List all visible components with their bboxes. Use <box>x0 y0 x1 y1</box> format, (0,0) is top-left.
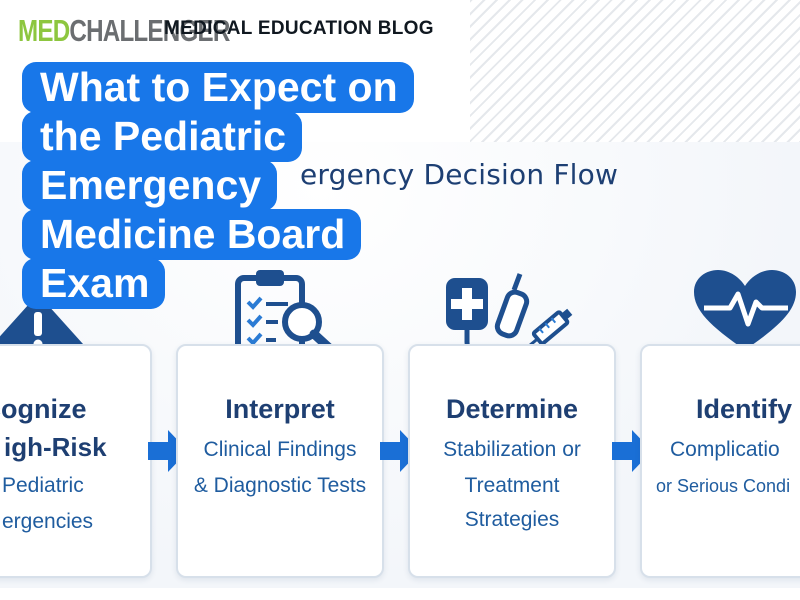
logo-med-text: MED <box>18 13 70 48</box>
step-title: Determine <box>445 394 579 424</box>
step-line: Treatment <box>464 474 560 497</box>
step-title: Identify <box>696 394 793 424</box>
flow-title: ergency Decision Flow <box>300 158 619 191</box>
bottom-edge <box>0 588 800 600</box>
title-line: Emergency <box>22 160 278 211</box>
step-line: ergencies <box>2 510 94 533</box>
step-line: or Serious Condi <box>656 476 791 496</box>
step-line: Complicatio <box>670 438 780 461</box>
flow-step-identify: Identify Complicatio or Serious Condi <box>640 344 800 578</box>
flow-step-interpret: Interpret Clinical Findings & Diagnostic… <box>176 344 384 578</box>
step-line: Stabilization or <box>443 438 581 461</box>
medchallenger-logo[interactable]: MEDCHALLENGER <box>18 14 230 48</box>
site-header: MEDCHALLENGER MEDICAL EDUCATION BLOG <box>0 0 800 62</box>
title-line: Exam <box>22 258 166 309</box>
blog-label[interactable]: MEDICAL EDUCATION BLOG <box>164 18 434 39</box>
title-line: the Pediatric <box>22 111 303 162</box>
step-line: & Diagnostic Tests <box>193 474 367 497</box>
flow-step-determine: Determine Stabilization or Treatment Str… <box>408 344 616 578</box>
hero-image: ergency Decision Flow <box>0 142 800 588</box>
step-line: Strategies <box>464 508 560 531</box>
title-line: What to Expect on <box>22 62 414 113</box>
step-title: Interpret <box>225 394 335 424</box>
heart-pulse-icon <box>694 270 796 350</box>
title-line: Medicine Board <box>22 209 362 260</box>
step-line: Pediatric <box>2 474 84 497</box>
step-line: Clinical Findings <box>203 438 357 461</box>
step-title: cognize <box>0 394 87 424</box>
article-title[interactable]: What to Expect on the Pediatric Emergenc… <box>22 62 414 309</box>
step-line: igh-Risk <box>4 432 107 462</box>
flow-step-recognize: cognize igh-Risk Pediatric ergencies <box>0 344 152 578</box>
medical-supplies-icon <box>446 273 573 359</box>
logo-challenger-text: CHALLENGER <box>69 13 230 48</box>
